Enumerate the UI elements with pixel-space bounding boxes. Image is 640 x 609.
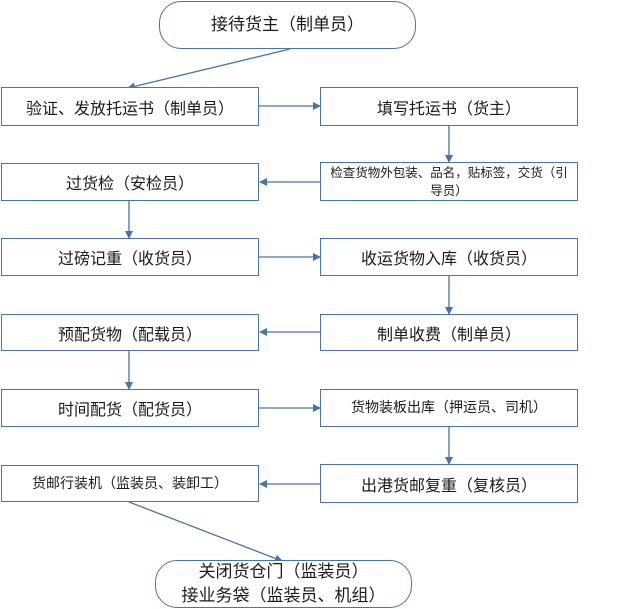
node-security: 过货检（安检员）: [1, 163, 259, 201]
node-security-label: 过货检（安检员）: [65, 174, 194, 193]
node-billing-label: 制单收费（制单员）: [376, 324, 521, 344]
node-recheck-label: 出港货邮复重（复核员）: [360, 475, 537, 495]
node-recheck: 出港货邮复重（复核员）: [320, 464, 578, 503]
node-store-label: 收运货物入库（收货员）: [360, 249, 537, 268]
node-timecfg-label: 时间配货（配货员）: [57, 400, 202, 419]
node-weigh: 过磅记重（收货员）: [1, 238, 259, 276]
node-billing: 制单收费（制单员）: [320, 314, 578, 351]
node-end-line2: 接业务袋（监装员、机组）: [181, 586, 386, 606]
node-inspect: 检查货物外包装、品名，贴标签，交货（引导员）: [320, 162, 578, 201]
node-fill-label: 填写托运书（货主）: [376, 98, 521, 118]
node-precfg: 预配货物（配载员）: [1, 314, 259, 351]
node-verify: 验证、发放托运书（制单员）: [1, 87, 259, 126]
node-end: 关闭货仓门（监装员） 接业务袋（监装员、机组）: [155, 560, 412, 608]
node-inspect-label: 检查货物外包装、品名，贴标签，交货（引导员）: [330, 164, 568, 198]
node-weigh-label: 过磅记重（收货员）: [57, 249, 202, 268]
node-start: 接待货主（制单员）: [159, 1, 416, 49]
node-store: 收运货物入库（收货员）: [320, 238, 578, 276]
node-end-line1: 关闭货仓门（监装员）: [198, 562, 369, 582]
node-precfg-label: 预配货物（配载员）: [57, 324, 202, 344]
node-outbound: 货物装板出库（押运员、司机）: [320, 389, 578, 427]
node-load: 货邮行装机（监装员、装卸工）: [1, 465, 259, 502]
arrow-start-to-verify: [127, 48, 291, 91]
node-outbound-label: 货物装板出库（押运员、司机）: [351, 400, 547, 416]
node-load-label: 货邮行装机（监装员、装卸工）: [32, 475, 228, 492]
node-timecfg: 时间配货（配货员）: [1, 389, 259, 427]
arrow-load-to-end: [128, 501, 283, 563]
node-start-label: 接待货主（制单员）: [211, 15, 364, 35]
node-verify-label: 验证、发放托运书（制单员）: [25, 98, 234, 118]
node-fill: 填写托运书（货主）: [320, 87, 578, 126]
